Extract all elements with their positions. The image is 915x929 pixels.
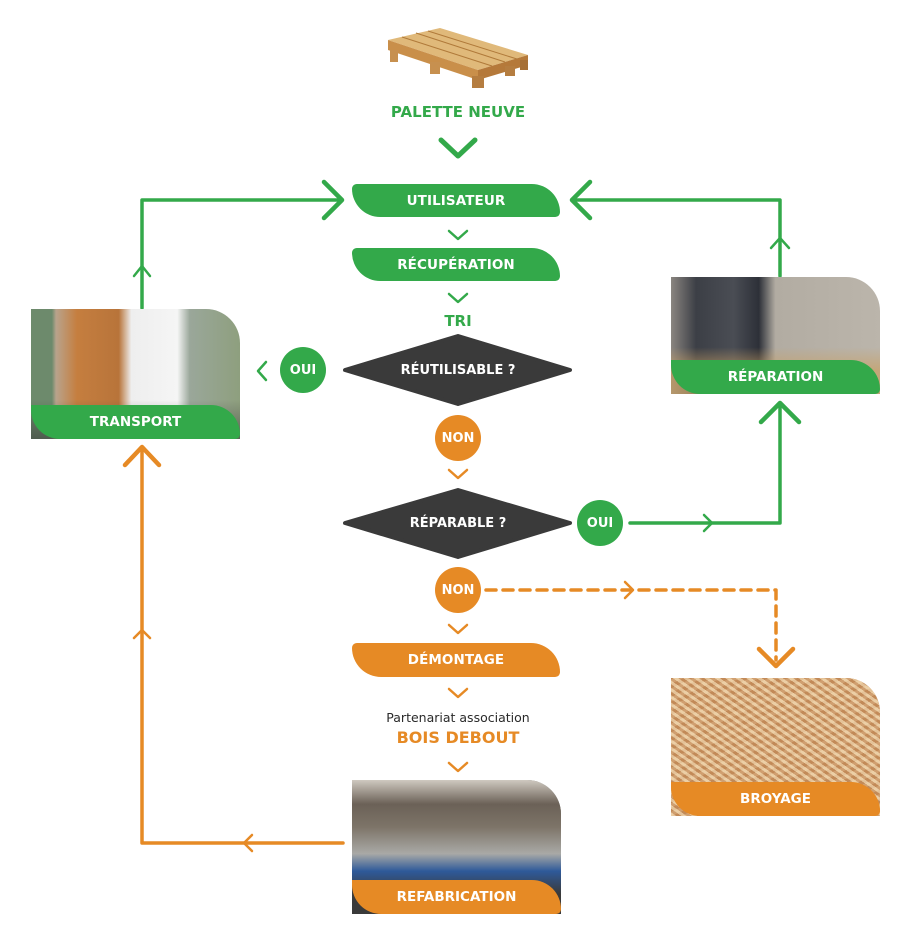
decision-reparable-label: RÉPARABLE ? bbox=[409, 515, 507, 531]
card-reparation-label: RÉPARATION bbox=[671, 360, 880, 394]
step-recuperation-label: RÉCUPÉRATION bbox=[397, 256, 515, 273]
card-broyage: BROYAGE bbox=[671, 678, 880, 816]
partner-name: BOIS DEBOUT bbox=[396, 728, 520, 747]
arrow-left-icon bbox=[256, 360, 268, 382]
chevron-down-icon bbox=[438, 137, 478, 159]
arrow-right-icon bbox=[623, 580, 635, 600]
card-broyage-label: BROYAGE bbox=[671, 782, 880, 816]
broyage-dashed-line bbox=[484, 588, 778, 662]
step-demontage: DÉMONTAGE bbox=[352, 643, 560, 677]
arrow-up-icon bbox=[132, 628, 152, 640]
chevron-down-icon bbox=[447, 687, 469, 699]
answer-oui-reparable: OUI bbox=[577, 500, 623, 546]
arrow-up-icon bbox=[758, 400, 802, 425]
arrow-down-icon bbox=[756, 646, 796, 669]
arrow-right-icon bbox=[702, 513, 714, 533]
card-transport-label: TRANSPORT bbox=[31, 405, 240, 439]
arrow-left-icon bbox=[569, 179, 593, 221]
step-utilisateur-label: UTILISATEUR bbox=[406, 192, 506, 209]
repair-to-user-line bbox=[572, 198, 782, 278]
decision-reutilisable-label: RÉUTILISABLE ? bbox=[400, 362, 516, 378]
decision-diamond-reparable bbox=[343, 488, 572, 559]
answer-non-reparable: NON bbox=[435, 567, 481, 613]
chevron-down-icon bbox=[447, 761, 469, 773]
arrow-up-icon bbox=[122, 444, 162, 468]
step-tri: TRI bbox=[444, 312, 472, 330]
pallet-image bbox=[388, 28, 528, 88]
card-refabrication: REFABRICATION bbox=[352, 780, 561, 914]
card-reparation: RÉPARATION bbox=[671, 277, 880, 394]
step-recuperation: RÉCUPÉRATION bbox=[352, 248, 560, 281]
partner-prefix: Partenariat association bbox=[386, 710, 530, 725]
card-transport: TRANSPORT bbox=[31, 309, 240, 439]
answer-non-reutilisable: NON bbox=[435, 415, 481, 461]
chevron-down-icon bbox=[447, 229, 469, 241]
answer-oui-reutilisable: OUI bbox=[280, 347, 326, 393]
card-refabrication-label: REFABRICATION bbox=[352, 880, 561, 914]
chevron-down-icon bbox=[447, 623, 469, 635]
arrow-right-icon bbox=[321, 179, 345, 221]
decision-diamond-reutilisable bbox=[343, 334, 572, 406]
refab-to-transport-line bbox=[140, 446, 345, 845]
arrow-up-icon bbox=[132, 264, 152, 278]
new-pallet-title: PALETTE NEUVE bbox=[390, 103, 526, 121]
arrow-left-icon bbox=[242, 833, 254, 853]
repair-yes-line bbox=[628, 403, 782, 525]
chevron-down-icon bbox=[447, 468, 469, 480]
chevron-down-icon bbox=[447, 292, 469, 304]
arrow-up-icon bbox=[769, 236, 791, 250]
transport-to-user-line bbox=[140, 198, 342, 310]
step-utilisateur: UTILISATEUR bbox=[352, 184, 560, 217]
step-demontage-label: DÉMONTAGE bbox=[407, 652, 505, 668]
